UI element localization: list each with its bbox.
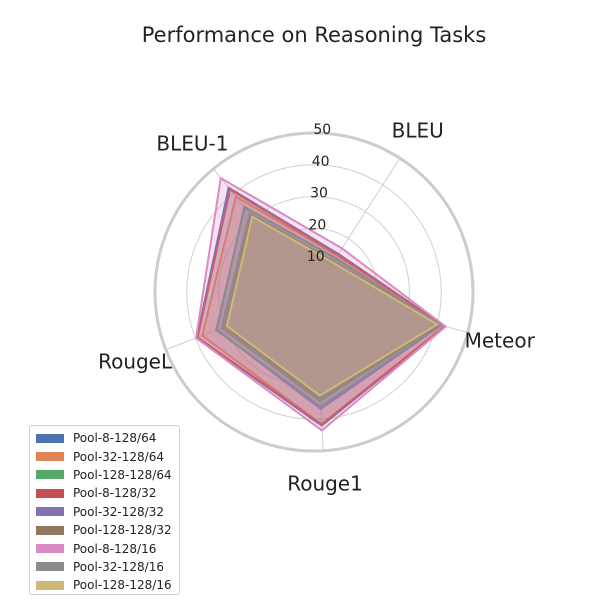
axis-label-bleu: BLEU bbox=[392, 118, 444, 142]
spoke-rougel bbox=[165, 291, 315, 351]
tick-label-30: 30 bbox=[310, 186, 328, 202]
series-polygon-pool-128-128-16 bbox=[225, 215, 440, 397]
outer-frame bbox=[153, 131, 475, 453]
spoke-bleu bbox=[313, 157, 401, 293]
axis-label-bleu-1: BLEU-1 bbox=[156, 131, 228, 155]
series-layer bbox=[194, 176, 448, 432]
legend-label: Pool-8-128/64 bbox=[73, 431, 157, 446]
legend-label: Pool-8-128/32 bbox=[73, 486, 157, 501]
legend-item: Pool-128-128/16 bbox=[36, 576, 179, 594]
axis-label-rouge1: Rouge1 bbox=[287, 472, 363, 496]
legend-label: Pool-128-128/32 bbox=[73, 523, 172, 538]
legend-swatch bbox=[36, 488, 64, 498]
tick-label-40: 40 bbox=[312, 154, 330, 170]
legend-item: Pool-32-128/16 bbox=[36, 558, 179, 576]
radial-tick-labels: 10 20 30 40 50 bbox=[307, 122, 331, 265]
series-polygon-pool-8-128-16 bbox=[194, 176, 448, 432]
legend-item: Pool-8-128/64 bbox=[36, 429, 179, 447]
legend-item: Pool-8-128/16 bbox=[36, 539, 179, 557]
legend-label: Pool-128-128/16 bbox=[73, 578, 172, 593]
legend-swatch bbox=[36, 580, 64, 590]
tick-label-50: 50 bbox=[313, 122, 331, 138]
tick-label-20: 20 bbox=[309, 217, 327, 233]
axis-label-meteor: Meteor bbox=[465, 329, 536, 353]
grid-circle-20 bbox=[249, 227, 379, 357]
tick-label-10: 10 bbox=[307, 249, 325, 265]
legend-item: Pool-128-128/64 bbox=[36, 466, 179, 484]
legend-swatch bbox=[36, 507, 64, 517]
legend-label: Pool-32-128/32 bbox=[73, 504, 164, 519]
legend-label: Pool-8-128/16 bbox=[73, 541, 157, 556]
legend-swatch bbox=[36, 562, 64, 572]
chart-title: Performance on Reasoning Tasks bbox=[142, 23, 487, 47]
legend-label: Pool-32-128/64 bbox=[73, 449, 164, 464]
legend-swatch bbox=[36, 452, 64, 462]
legend-item: Pool-32-128/32 bbox=[36, 503, 179, 521]
legend-swatch bbox=[36, 525, 64, 535]
legend-item: Pool-32-128/64 bbox=[36, 447, 179, 465]
legend-label: Pool-32-128/16 bbox=[73, 559, 164, 574]
legend-label: Pool-128-128/64 bbox=[73, 467, 172, 482]
grid-circle-30 bbox=[218, 196, 410, 388]
grid-circle-10 bbox=[281, 259, 347, 325]
legend-swatch bbox=[36, 433, 64, 443]
legend-item: Pool-128-128/32 bbox=[36, 521, 179, 539]
legend-swatch bbox=[36, 470, 64, 480]
legend-item: Pool-8-128/32 bbox=[36, 484, 179, 502]
legend-swatch bbox=[36, 544, 64, 554]
axis-label-rougel: RougeL bbox=[98, 350, 173, 374]
